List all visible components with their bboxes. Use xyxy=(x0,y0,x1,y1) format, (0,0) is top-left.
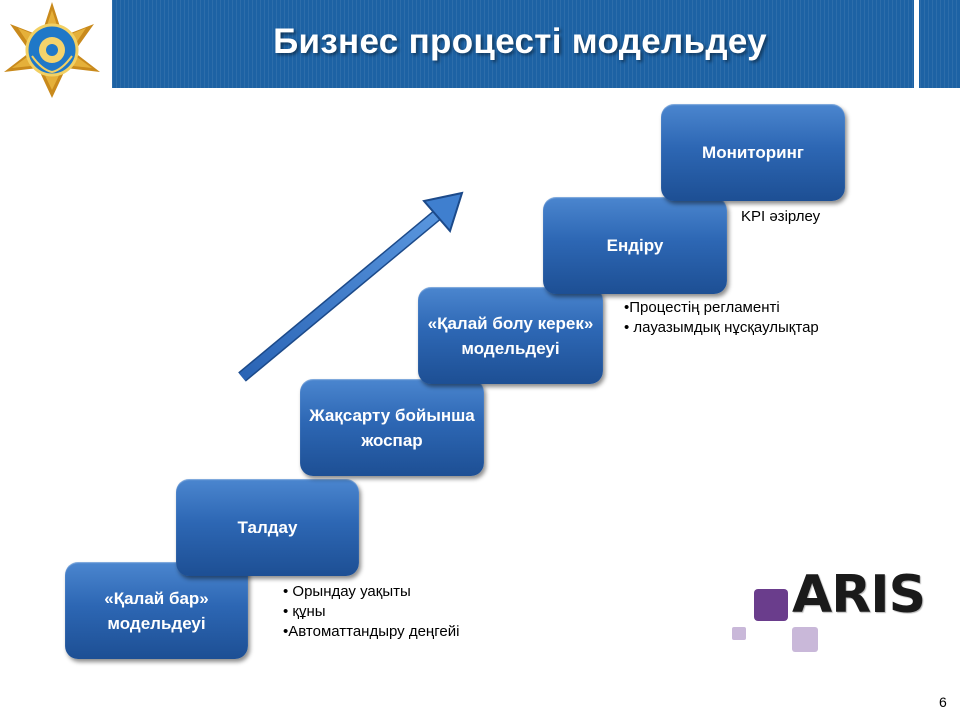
header-divider xyxy=(914,0,919,88)
slide-title: Бизнес процесті модельдеу xyxy=(273,22,767,61)
monitoring-note: KPI әзірлеу xyxy=(741,208,821,225)
step-improvement-plan[interactable]: Жақсарту бойынша жоспар xyxy=(300,379,484,476)
step-label: «Қалай бар» модельдеуі xyxy=(104,588,209,633)
step-to-be-modeling[interactable]: «Қалай болу керек» модельдеуі xyxy=(418,287,603,384)
step-label: Талдау xyxy=(237,518,298,537)
aris-logo-text: ARIS xyxy=(792,565,926,625)
national-emblem-icon xyxy=(4,2,100,98)
note-item: • лауазымдық нұсқаулықтар xyxy=(624,319,819,336)
step-monitoring[interactable]: Мониторинг xyxy=(661,104,845,201)
aris-logo-icon xyxy=(732,589,818,652)
note-item: •Автоматтандыру деңгейі xyxy=(283,623,460,640)
step-label: Ендіру xyxy=(606,236,664,255)
step-label: Мониторинг xyxy=(702,143,804,162)
note-item: • Орындау уақыты xyxy=(283,583,411,600)
progress-arrow-icon xyxy=(238,191,464,382)
note-item: • құны xyxy=(283,603,326,620)
step-as-is-modeling[interactable]: «Қалай бар» модельдеуі xyxy=(65,562,248,659)
step-analysis[interactable]: Талдау xyxy=(176,479,359,576)
step-label: «Қалай болу керек» модельдеуі xyxy=(427,313,594,358)
step-implementation[interactable]: Ендіру xyxy=(543,197,727,294)
as-is-notes: • Орындау уақыты • құны •Автоматтандыру … xyxy=(283,582,459,642)
page-number: 6 xyxy=(939,694,947,710)
to-be-notes: •Процестің регламенті • лауазымдық нұсқа… xyxy=(624,298,834,338)
header-bar xyxy=(112,0,960,88)
note-item: •Процестің регламенті xyxy=(624,299,780,316)
step-label: Жақсарту бойынша жоспар xyxy=(309,405,475,450)
